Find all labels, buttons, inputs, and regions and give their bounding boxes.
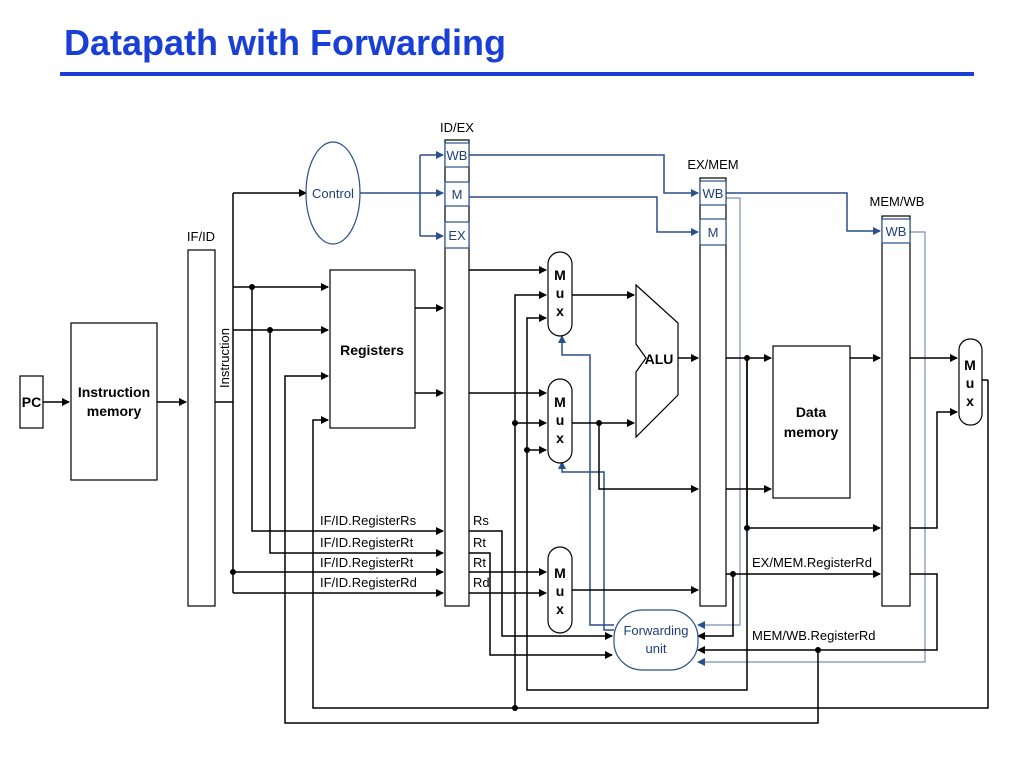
ex-mem-m-label: M	[708, 225, 719, 240]
data-memory-block: Data memory	[772, 345, 851, 499]
mem-wb-wb-label: WB	[886, 224, 907, 239]
control-unit: Control	[305, 141, 361, 245]
svg-text:M: M	[554, 267, 566, 283]
svg-text:u: u	[556, 583, 565, 599]
if-id-register: IF/ID Instruction	[187, 229, 232, 607]
forwarding-label-1: Forwarding	[623, 623, 688, 638]
mem-wb-register: MEM/WB WB	[870, 194, 925, 607]
svg-text:x: x	[556, 430, 564, 446]
svg-text:u: u	[556, 285, 565, 301]
id-ex-ex-label: EX	[448, 228, 466, 243]
instruction-memory-label-2: memory	[87, 403, 142, 419]
registers-label: Registers	[340, 342, 404, 358]
pc-block: PC	[19, 375, 44, 429]
junction-dots	[230, 284, 821, 711]
if-id-field-labels: IF/ID.RegisterRs IF/ID.RegisterRt IF/ID.…	[320, 513, 417, 590]
data-memory-label-1: Data	[796, 404, 827, 420]
reg-dest-mux: M u x	[547, 546, 573, 634]
alu-label: ALU	[645, 351, 674, 367]
if-id-registerrd-label: IF/ID.RegisterRd	[320, 575, 417, 590]
instruction-memory-block: Instruction memory	[70, 322, 158, 481]
if-id-label: IF/ID	[187, 229, 215, 244]
if-id-registerrt-label-2: IF/ID.RegisterRt	[320, 555, 414, 570]
instruction-label: Instruction	[217, 328, 232, 388]
write-back-mux: M u x	[958, 338, 983, 426]
svg-text:x: x	[556, 303, 564, 319]
alu: ALU	[635, 283, 679, 439]
pc-label: PC	[22, 394, 41, 410]
alu-a-mux: M u x	[547, 251, 573, 337]
svg-text:x: x	[556, 601, 564, 617]
rt-label-1: Rt	[473, 535, 486, 550]
svg-text:u: u	[556, 412, 565, 428]
slide-title: Datapath with Forwarding	[64, 22, 507, 63]
rd-label: Rd	[473, 575, 490, 590]
data-memory-label-2: memory	[784, 424, 839, 440]
control-signal-wires	[360, 151, 926, 666]
mem-wb-label: MEM/WB	[870, 194, 925, 209]
id-ex-register: ID/EX WB M EX Rs Rt Rt Rd	[440, 120, 490, 607]
svg-text:u: u	[966, 375, 975, 391]
svg-text:M: M	[554, 565, 566, 581]
id-ex-wb-label: WB	[447, 148, 468, 163]
id-ex-label: ID/EX	[440, 120, 474, 135]
if-id-registerrt-label-1: IF/ID.RegisterRt	[320, 535, 414, 550]
forwarding-label-2: unit	[646, 641, 667, 656]
id-ex-m-label: M	[452, 187, 463, 202]
forwarding-unit: Forwarding unit	[613, 609, 699, 671]
svg-text:M: M	[964, 357, 976, 373]
if-id-registerrs-label: IF/ID.RegisterRs	[320, 513, 417, 528]
datapath-wires	[43, 189, 989, 724]
rs-label: Rs	[473, 513, 489, 528]
instruction-memory-label-1: Instruction	[78, 384, 150, 400]
control-label: Control	[312, 186, 354, 201]
register-file: Registers	[329, 269, 416, 429]
ex-mem-register: EX/MEM WB M	[687, 157, 739, 607]
rt-label-2: Rt	[473, 555, 486, 570]
svg-text:M: M	[554, 394, 566, 410]
ex-mem-registerrd-label: EX/MEM.RegisterRd	[752, 555, 872, 570]
svg-text:x: x	[966, 393, 974, 409]
alu-b-mux: M u x	[547, 378, 573, 464]
ex-mem-label: EX/MEM	[687, 157, 738, 172]
title-underline	[60, 72, 974, 76]
mem-wb-registerrd-label: MEM/WB.RegisterRd	[752, 628, 876, 643]
ex-mem-wb-label: WB	[703, 186, 724, 201]
